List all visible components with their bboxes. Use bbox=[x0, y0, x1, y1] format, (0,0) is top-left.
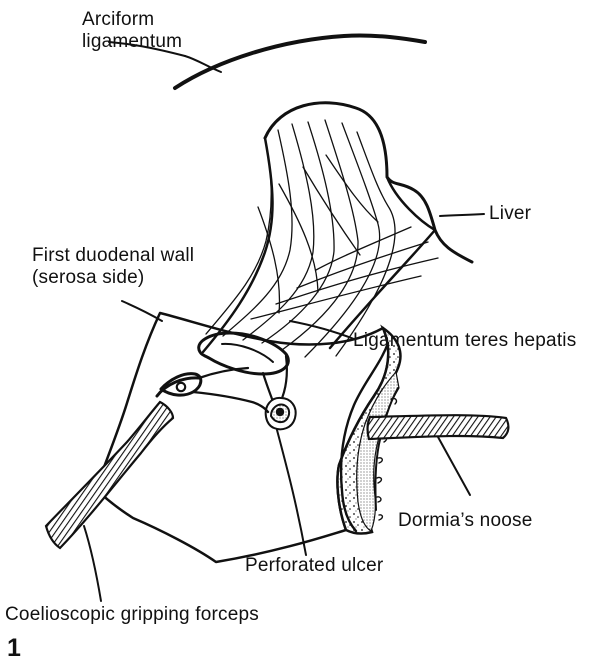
label-arciform-line-2: ligamentum bbox=[82, 31, 182, 53]
perforated-ulcer bbox=[266, 398, 296, 429]
liver-contour bbox=[265, 103, 472, 262]
label-dormias-noose: Dormia’s noose bbox=[398, 510, 532, 532]
label-duodenal-line-1: First duodenal wall bbox=[32, 245, 194, 267]
liver-leader bbox=[440, 214, 484, 216]
forceps-noose-link-2 bbox=[199, 368, 248, 378]
figure-number: 1 bbox=[7, 634, 21, 662]
forceps-leader bbox=[84, 526, 101, 601]
ulcer-leader bbox=[277, 430, 306, 555]
label-perforated-ulcer: Perforated ulcer bbox=[245, 555, 383, 577]
dormia-leader bbox=[438, 437, 470, 495]
label-ligamentum-teres-hepatis: Ligamentum teres hepatis bbox=[353, 330, 576, 352]
label-coelioscopic-gripping-forceps: Coelioscopic gripping forceps bbox=[5, 604, 259, 626]
forceps-hinge bbox=[177, 383, 185, 391]
ligamentum-teres-strands bbox=[206, 120, 438, 357]
duodenal-leader bbox=[122, 301, 162, 321]
label-first-duodenal-wall: First duodenal wall (serosa side) bbox=[32, 245, 194, 289]
label-arciform-line-1: Arciform bbox=[82, 9, 182, 31]
label-liver: Liver bbox=[489, 203, 531, 225]
arciform-leader-tail bbox=[185, 56, 221, 72]
arciform-ligament-curve bbox=[175, 36, 425, 88]
label-arciform-ligamentum: Arciform ligamentum bbox=[82, 9, 182, 53]
noose-to-ulcer bbox=[280, 356, 287, 403]
dormia-noose-band bbox=[368, 415, 509, 439]
forceps-noose-link bbox=[193, 392, 268, 412]
label-duodenal-line-2: (serosa side) bbox=[32, 267, 194, 289]
ligament-outer-left bbox=[203, 138, 273, 352]
noose-loop-inner bbox=[222, 344, 273, 362]
